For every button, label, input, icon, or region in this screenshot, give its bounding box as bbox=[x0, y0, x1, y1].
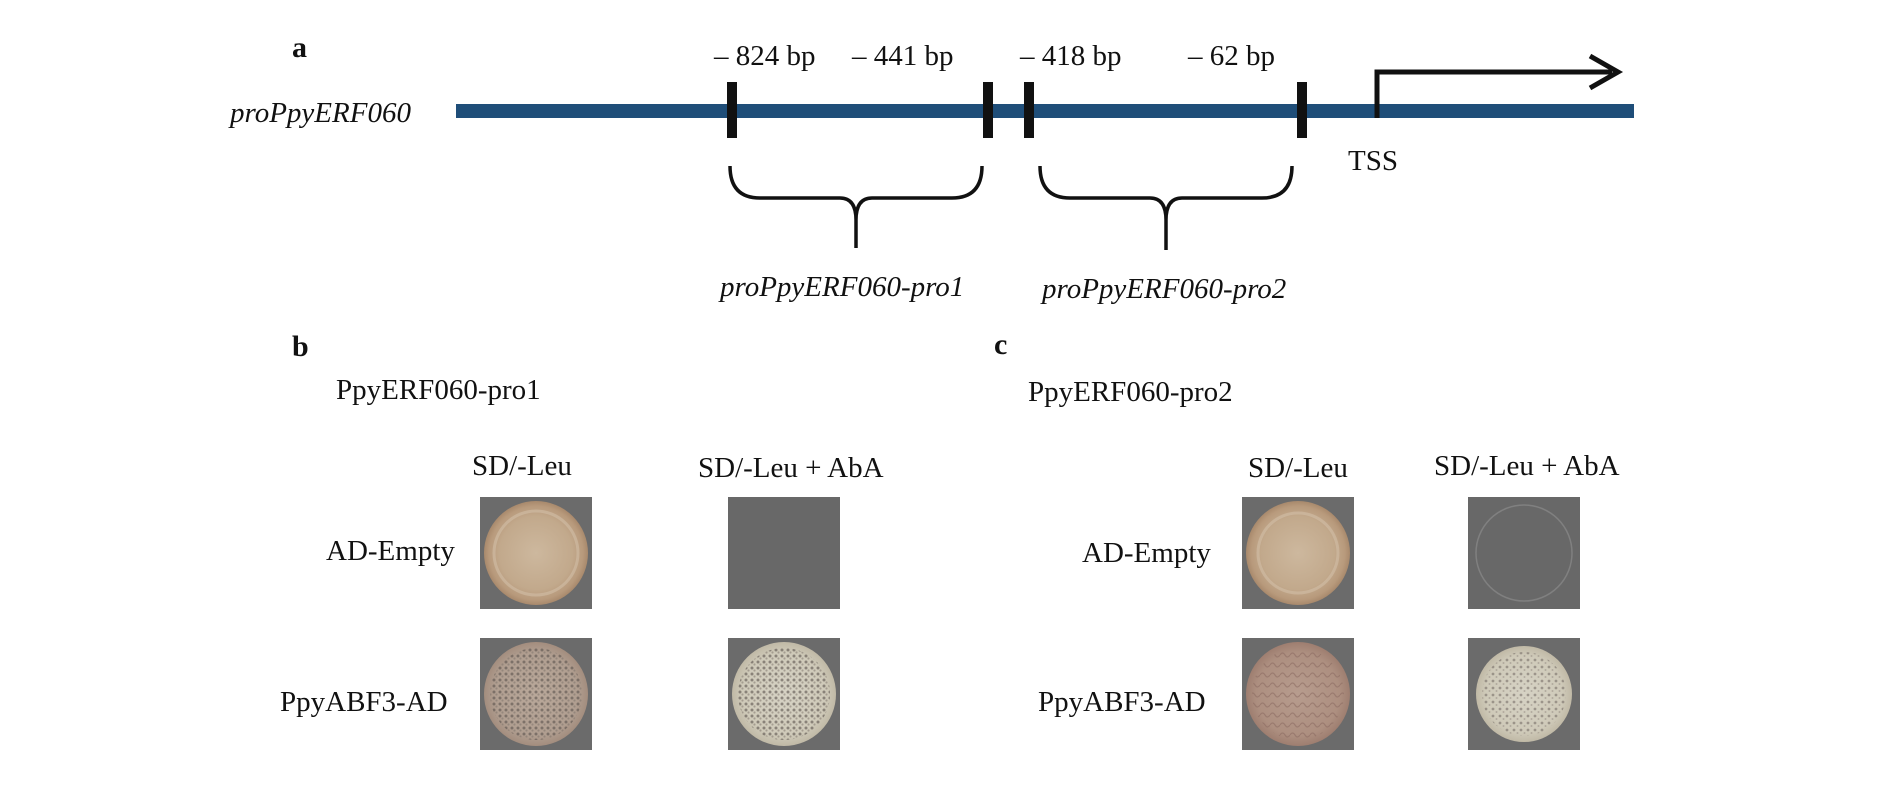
panel-b-spot-abf3-sdleu bbox=[480, 638, 592, 750]
pos-824-label: – 824 bp bbox=[713, 40, 816, 72]
panel-b: b PpyERF060-pro1 SD/-Leu SD/-Leu + AbA A… bbox=[280, 330, 884, 750]
panel-c-letter: c bbox=[994, 328, 1007, 361]
panel-c-spot-empty-aba bbox=[1468, 497, 1580, 609]
panel-c-spot-empty-sdleu bbox=[1242, 497, 1354, 609]
tss-arrow-line bbox=[1374, 69, 1612, 118]
panel-b-row-label-1: AD-Empty bbox=[326, 535, 455, 567]
panel-c-row-label-2: PpyABF3-AD bbox=[1038, 686, 1206, 718]
panel-b-spot-empty-aba bbox=[728, 497, 840, 609]
pos-418-label: – 418 bp bbox=[1019, 40, 1122, 72]
bracket-pro2 bbox=[1038, 165, 1294, 250]
panel-b-letter: b bbox=[292, 330, 309, 363]
panel-c-col-header-2: SD/-Leu + AbA bbox=[1434, 450, 1620, 482]
marker-418 bbox=[1024, 82, 1034, 138]
pos-441-label: – 441 bp bbox=[851, 40, 954, 72]
panel-b-spot-abf3-aba bbox=[728, 638, 840, 750]
pos-62-label: – 62 bp bbox=[1187, 40, 1275, 72]
marker-824 bbox=[727, 82, 737, 138]
tss-label: TSS bbox=[1348, 145, 1398, 177]
panel-b-col-header-2: SD/-Leu + AbA bbox=[698, 452, 884, 484]
panel-a-letter: a bbox=[292, 31, 307, 64]
panel-c-row-label-1: AD-Empty bbox=[1082, 537, 1211, 569]
marker-62 bbox=[1297, 82, 1307, 138]
bracket-pro1 bbox=[728, 165, 984, 248]
marker-441 bbox=[983, 82, 993, 138]
fragment2-label: proPpyERF060-pro2 bbox=[1040, 273, 1286, 305]
panel-c-title: PpyERF060-pro2 bbox=[1028, 376, 1233, 408]
panel-b-spot-empty-sdleu bbox=[480, 497, 592, 609]
panel-b-col-header-1: SD/-Leu bbox=[472, 450, 572, 482]
panel-c-spot-abf3-sdleu bbox=[1242, 638, 1354, 750]
fragment1-label: proPpyERF060-pro1 bbox=[718, 271, 964, 303]
promoter-line bbox=[456, 104, 1634, 118]
panel-b-title: PpyERF060-pro1 bbox=[336, 374, 541, 406]
panel-c-col-header-1: SD/-Leu bbox=[1248, 452, 1348, 484]
panel-c-spot-abf3-aba bbox=[1468, 638, 1580, 750]
promoter-label: proPpyERF060 bbox=[228, 97, 411, 129]
panel-b-row-label-2: PpyABF3-AD bbox=[280, 686, 448, 718]
panel-c: c PpyERF060-pro2 SD/-Leu SD/-Leu + AbA A… bbox=[994, 328, 1620, 750]
panel-a: a proPpyERF060 – 824 bp – 441 bp – 418 b… bbox=[228, 31, 1634, 305]
tss-arrow-head bbox=[1588, 53, 1624, 91]
